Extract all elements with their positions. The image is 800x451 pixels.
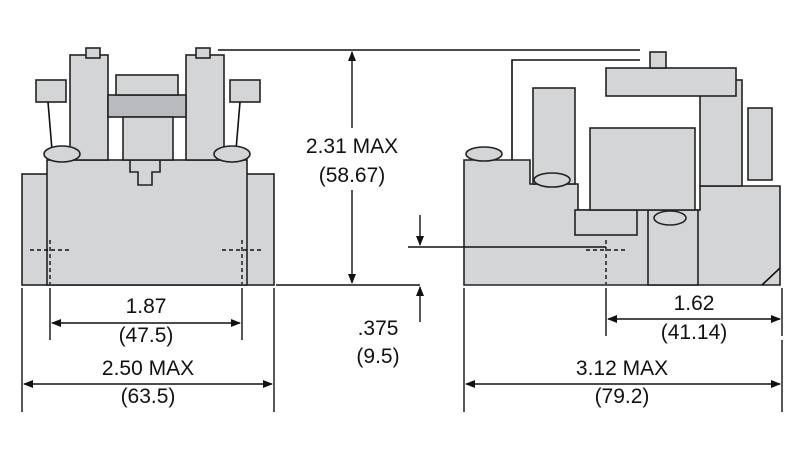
side-screw-right: [653, 210, 687, 226]
side-view: [463, 51, 781, 286]
side-chamfer: [761, 267, 781, 286]
front-lead-wires: [47, 101, 241, 151]
dimension-labels: 2.31 MAX (58.67) 1.87 (47.5) 2.50 MAX (6…: [102, 128, 727, 408]
side-length-inch-label: 3.12 MAX: [576, 357, 668, 380]
height-inch-label: 2.31 MAX: [306, 135, 398, 158]
side-bracket: [511, 59, 640, 160]
front-right-screw: [213, 145, 251, 163]
side-coil: [532, 87, 576, 185]
front-left-screw: [43, 145, 81, 163]
front-notch: [129, 159, 161, 186]
front-left-cap: [85, 47, 101, 59]
front-left-post: [69, 54, 109, 161]
side-adjust-screw: [649, 51, 667, 69]
front-pin-spacing-inch-label: 1.87: [126, 295, 167, 318]
front-width-inch-label: 2.50 MAX: [102, 357, 194, 380]
side-screw-mid: [533, 172, 571, 188]
pin-offset-mm-label: (9.5): [356, 345, 399, 368]
front-width-mm-label: (63.5): [121, 385, 176, 408]
front-right-post: [185, 54, 225, 161]
side-screw-left: [465, 146, 503, 162]
pin-offset-inch-label: .375: [358, 317, 399, 340]
side-pin-spacing-inch-label: 1.62: [674, 292, 715, 315]
front-right-cap: [195, 47, 211, 59]
height-mm-label: (58.67): [319, 164, 386, 187]
front-coil: [122, 116, 174, 161]
side-armature: [605, 67, 737, 97]
side-length-mm-label: (79.2): [595, 385, 650, 408]
front-pins: [30, 240, 262, 284]
front-left-terminal: [35, 79, 67, 103]
front-bridge: [107, 94, 187, 118]
side-housing: [589, 127, 696, 211]
dimension-lines: [21, 49, 783, 412]
front-right-terminal: [229, 79, 261, 103]
side-step: [574, 209, 638, 236]
front-view: [21, 47, 275, 286]
side-pin-spacing-mm-label: (41.14): [661, 321, 728, 344]
front-pin-spacing-mm-label: (47.5): [119, 324, 174, 347]
side-spring: [747, 107, 773, 181]
front-armature: [115, 74, 179, 96]
